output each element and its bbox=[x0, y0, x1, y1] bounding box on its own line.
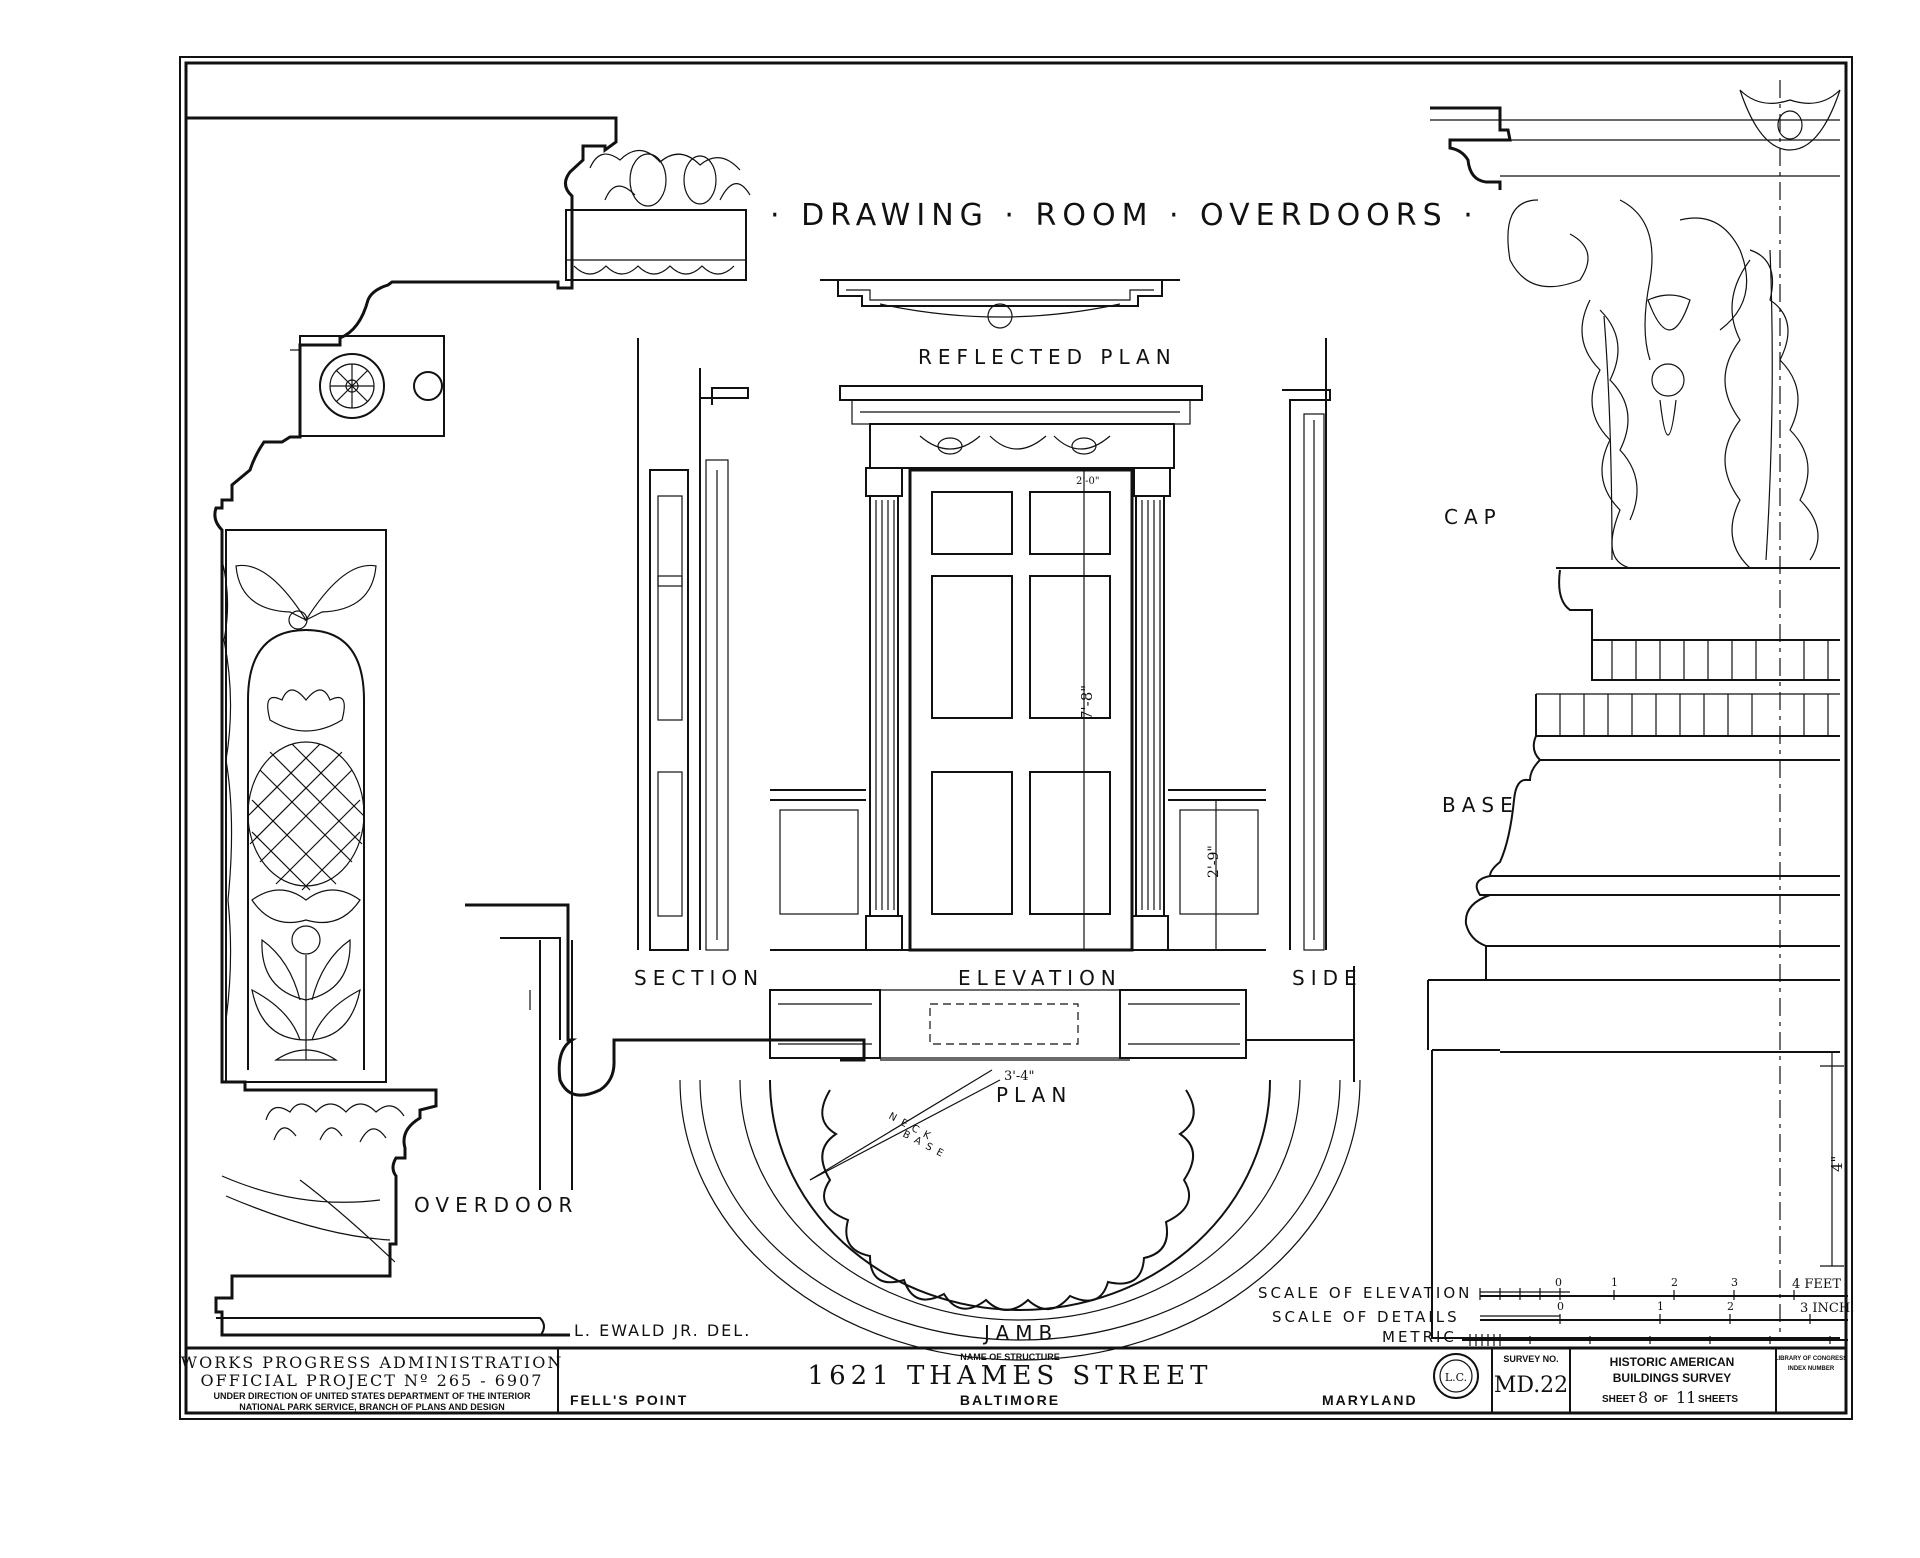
overdoor-profile bbox=[186, 116, 751, 1337]
dim-door-width: 3'-4" bbox=[1004, 1069, 1035, 1084]
title-block: WORKS PROGRESS ADMINISTRATION OFFICIAL P… bbox=[181, 1346, 1847, 1413]
label-section: SECTION bbox=[634, 966, 764, 990]
seal-text: L.C. bbox=[1445, 1371, 1467, 1384]
district: FELL'S POINT bbox=[570, 1392, 688, 1408]
sheet-no: 8 bbox=[1638, 1388, 1648, 1407]
survey-name-line-1: HISTORIC AMERICAN bbox=[1610, 1355, 1735, 1369]
state: MARYLAND bbox=[1322, 1392, 1418, 1408]
delineator: L. EWALD JR. DEL. bbox=[574, 1321, 751, 1340]
agency-line-1: WORKS PROGRESS ADMINISTRATION bbox=[181, 1353, 564, 1372]
survey-name-line-2: BUILDINGS SURVEY bbox=[1613, 1371, 1731, 1385]
scale-elev-unit: 4 FEET bbox=[1792, 1277, 1841, 1292]
city: BALTIMORE bbox=[960, 1392, 1060, 1408]
scale-det-tick-2: 2 bbox=[1727, 1300, 1734, 1313]
column-detail bbox=[1427, 80, 1844, 1339]
sheet-suffix: SHEETS bbox=[1698, 1394, 1738, 1405]
graphic-scales: SCALE OF ELEVATION 0 1 2 3 4 FEET SCALE … bbox=[1258, 1276, 1854, 1346]
label-cap: CAP bbox=[1444, 505, 1502, 529]
jamb-plan bbox=[679, 1059, 1361, 1361]
scale-details-label: SCALE OF DETAILS bbox=[1272, 1308, 1460, 1326]
structure-name: 1621 THAMES STREET bbox=[808, 1361, 1213, 1391]
scale-metric-label: METRIC bbox=[1382, 1328, 1457, 1346]
dim-top-small: 2'-0" bbox=[1076, 476, 1099, 487]
agency-line-2: OFFICIAL PROJECT Nº 265 - 6907 bbox=[201, 1371, 544, 1390]
agency-line-3: UNDER DIRECTION OF UNITED STATES DEPARTM… bbox=[214, 1391, 532, 1401]
drawing-title: · DRAWING · ROOM · OVERDOORS · bbox=[770, 198, 1479, 233]
label-reflected-plan: REFLECTED PLAN bbox=[918, 345, 1177, 369]
label-plan: PLAN bbox=[996, 1083, 1072, 1107]
dim-wainscot-height: 2'-9" bbox=[1206, 845, 1222, 878]
label-overdoor: OVERDOOR bbox=[414, 1193, 578, 1217]
scale-elev-tick-2: 2 bbox=[1671, 1276, 1678, 1289]
survey-no: MD.22 bbox=[1494, 1373, 1568, 1398]
dim-cap-height: 4" bbox=[1828, 1156, 1846, 1172]
label-elevation: ELEVATION bbox=[958, 966, 1122, 990]
scale-det-unit: 3 INCH. bbox=[1800, 1301, 1854, 1316]
inner-border bbox=[184, 61, 1848, 1415]
sheet-total: 11 bbox=[1676, 1388, 1696, 1407]
loc-line-2: INDEX NUMBER bbox=[1788, 1366, 1835, 1372]
sheet-prefix: SHEET bbox=[1602, 1394, 1635, 1405]
outer-border bbox=[179, 56, 1853, 1420]
label-base: BASE bbox=[1442, 793, 1519, 817]
label-side: SIDE bbox=[1292, 966, 1363, 990]
section-view bbox=[637, 338, 749, 951]
scale-elevation-label: SCALE OF ELEVATION bbox=[1258, 1284, 1472, 1302]
survey-no-label: SURVEY NO. bbox=[1503, 1354, 1558, 1364]
dim-door-height: 7'-8" bbox=[1078, 685, 1096, 720]
scale-elev-tick-0: 0 bbox=[1555, 1276, 1562, 1289]
name-of-structure-label: NAME OF STRUCTURE bbox=[960, 1352, 1060, 1362]
scale-elev-tick-1: 1 bbox=[1611, 1276, 1618, 1289]
plan-view bbox=[465, 903, 1355, 1097]
scale-det-tick-0: 0 bbox=[1557, 1300, 1564, 1313]
scale-elev-tick-3: 3 bbox=[1731, 1276, 1738, 1289]
sheet-of: OF bbox=[1654, 1394, 1668, 1405]
elevation-view bbox=[770, 279, 1266, 952]
loc-line-1: LIBRARY OF CONGRESS bbox=[1775, 1356, 1847, 1362]
agency-line-4: NATIONAL PARK SERVICE, BRANCH OF PLANS A… bbox=[239, 1402, 505, 1412]
scale-det-tick-1: 1 bbox=[1657, 1300, 1664, 1313]
label-jamb: JAMB bbox=[982, 1321, 1058, 1345]
wall-profile bbox=[500, 937, 573, 1190]
side-view bbox=[1282, 338, 1331, 951]
